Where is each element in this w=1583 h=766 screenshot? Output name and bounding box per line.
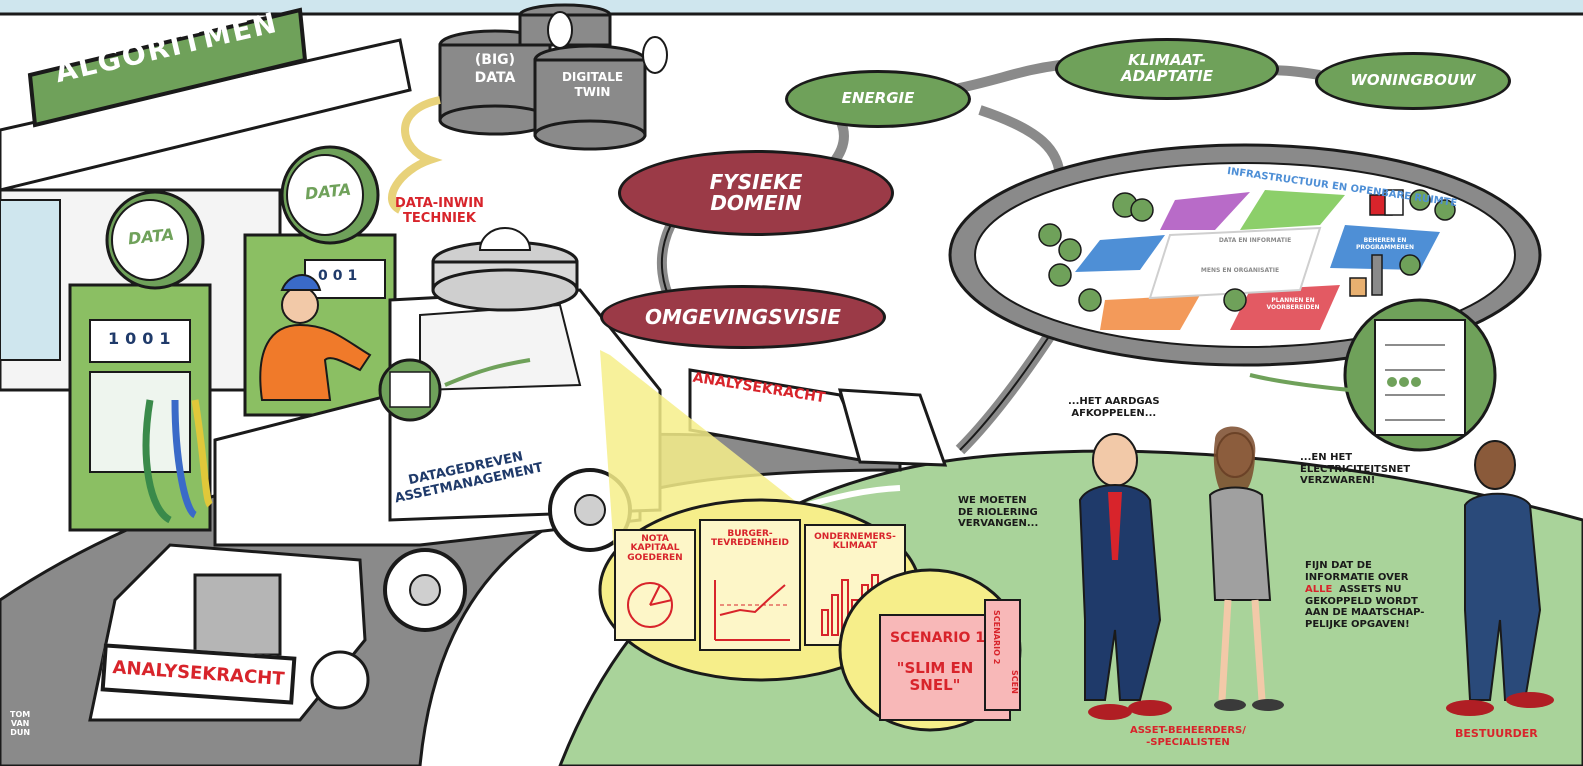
speech-electriciteit: ...EN HET ELECTRICITEITSNET VERZWAREN! (1300, 452, 1411, 486)
artist-signature: TOM VAN DUN (10, 710, 31, 738)
city-segment-beheren: BEHEREN EN PROGRAMMEREN (1355, 237, 1415, 251)
big-data-label: (BIG) DATA (474, 52, 516, 86)
speech-fijn-line1: FIJN DAT DE INFORMATIE OVER (1305, 560, 1409, 583)
caption-asset-beheerders: ASSET-BEHEERDERS/ -SPECIALISTEN (1130, 725, 1246, 748)
chart-label-burgertevredenheid: BURGER- TEVREDENHEID (711, 529, 789, 549)
scenario-back-label: SCENARIO 2 (992, 610, 1002, 665)
domain-klimaatadaptatie: KLIMAAT- ADAPTATIE (1055, 38, 1279, 100)
domain-fysieke-domein: FYSIEKE DOMEIN (618, 150, 894, 236)
domain-woningbouw: WONINGBOUW (1315, 52, 1511, 110)
speech-fijn-line2: ASSETS NU GEKOPPELD WORDT AAN DE MAATSCH… (1305, 584, 1425, 630)
scenario-back-label-2: SCEN (1010, 670, 1020, 694)
speech-riolering: WE MOETEN DE RIOLERING VERVANGEN... (958, 495, 1039, 529)
caption-bestuurder: BESTUURDER (1455, 727, 1538, 740)
domain-energie: ENERGIE (785, 70, 971, 128)
chart-label-nota-kapitaal: NOTA KAPITAAL GOEDEREN (627, 534, 683, 563)
speech-aardgas: ...HET AARDGAS AFKOPPELEN... (1068, 396, 1160, 419)
domain-omgevingsvisie: OMGEVINGSVISIE (600, 285, 886, 349)
scenario-title: SCENARIO 1 (890, 630, 985, 646)
city-segment-plannen: PLANNEN EN VOORBEREIDEN (1266, 297, 1320, 311)
speech-fijn-alle: ALLE (1305, 584, 1333, 595)
digitale-twin-label: DIGITALE TWIN (561, 70, 624, 99)
pump-display-right: 001 (318, 268, 363, 284)
scenario-subtitle: "SLIM EN SNEL" (896, 659, 974, 695)
pump-display-left: 1001 (108, 329, 177, 348)
city-center-mid: MENS EN ORGANISATIE (1200, 267, 1280, 274)
city-center-top: DATA EN INFORMATIE (1218, 237, 1292, 244)
data-inwin-label: DATA-INWIN TECHNIEK (395, 196, 484, 226)
chart-label-ondernemersklimaat: ONDERNEMERS- KLIMAAT (814, 532, 896, 552)
